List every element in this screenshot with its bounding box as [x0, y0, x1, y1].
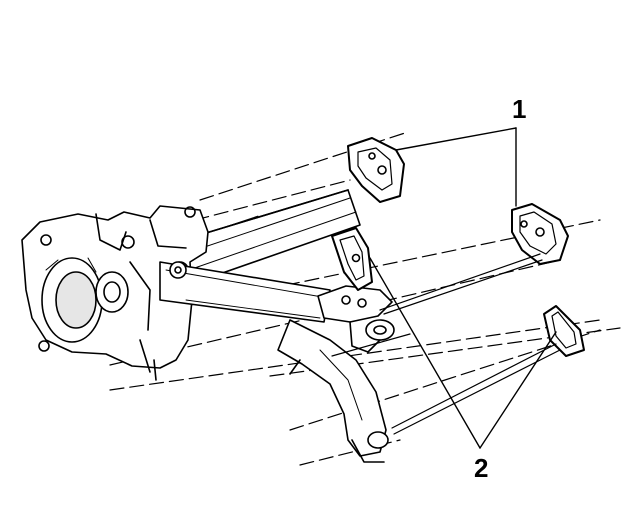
callout-1-label: 1 — [512, 94, 527, 124]
lower-support-arm — [278, 320, 388, 462]
gasket-lower-right — [544, 306, 584, 356]
callout-leaders — [370, 128, 556, 448]
outlet-flange — [318, 286, 394, 352]
oil-pump-body — [22, 206, 208, 380]
gasket-upper-left — [348, 138, 404, 202]
gasket-right — [512, 204, 568, 264]
gasket-middle — [332, 228, 372, 290]
crossbar-tube — [160, 262, 330, 322]
callout-2-label: 2 — [474, 453, 489, 483]
bolts — [332, 254, 560, 434]
